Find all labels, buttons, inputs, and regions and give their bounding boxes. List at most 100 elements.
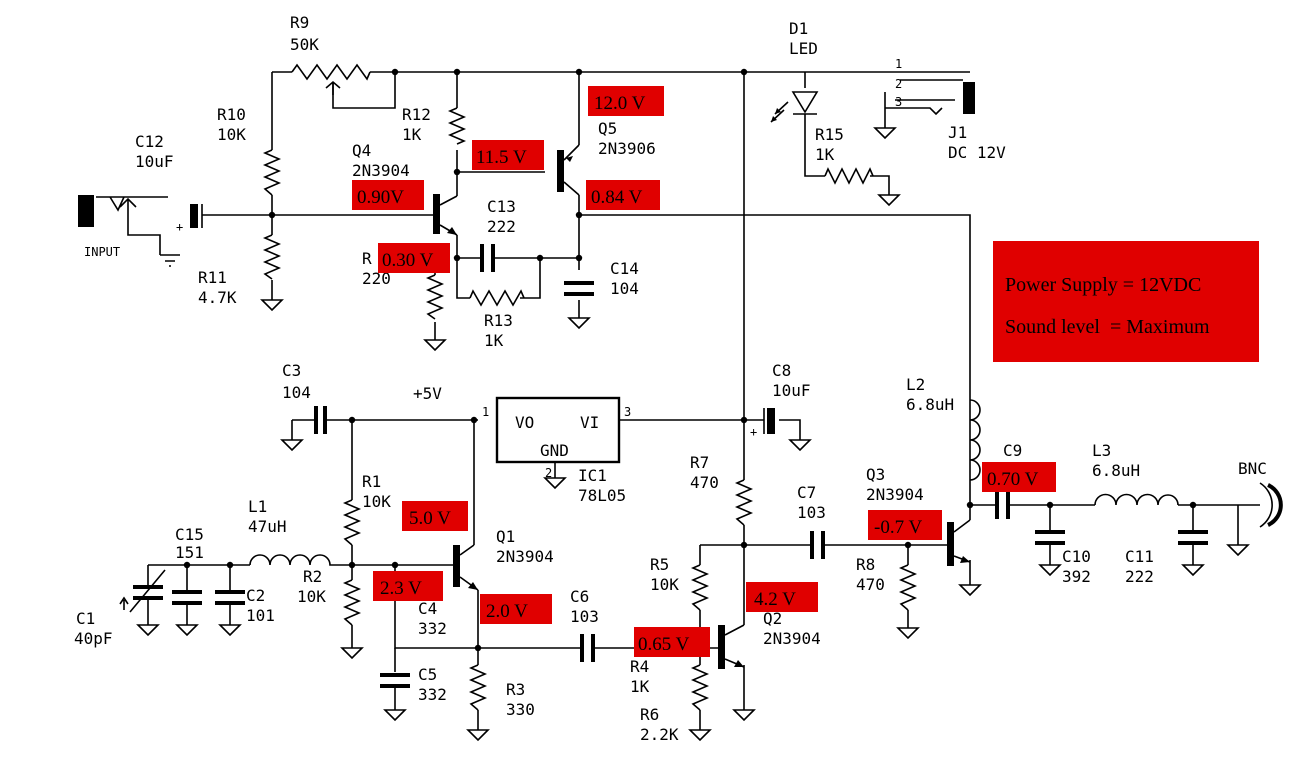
svg-text:0.90V: 0.90V — [357, 187, 404, 208]
label-r11: R11 — [198, 268, 227, 287]
label-r13-value: 1K — [484, 331, 504, 350]
label-l1-value: 47uH — [248, 517, 287, 536]
capacitor-c13 — [480, 244, 495, 272]
label-q4: Q4 — [352, 141, 371, 160]
label-j1: J1 — [948, 123, 967, 142]
label-bnc: BNC — [1238, 459, 1267, 478]
label-c5-value: 332 — [418, 685, 447, 704]
resistor-r4-r6 — [690, 664, 710, 711]
transistor-q3 — [947, 519, 971, 566]
label-c7: C7 — [797, 483, 816, 502]
resistor-r9 — [291, 63, 371, 81]
label-d1-value: LED — [789, 39, 818, 58]
label-c10-value: 392 — [1062, 567, 1091, 586]
label-r3-value: 330 — [506, 700, 535, 719]
label-r14-value: 220 — [362, 269, 391, 288]
junction-dots — [183, 68, 1197, 652]
label-r5-value: 10K — [650, 575, 679, 594]
label-l2: L2 — [906, 375, 925, 394]
label-ic1-value: 78L05 — [578, 486, 626, 505]
label-r11-value: 4.7K — [198, 288, 237, 307]
label-r4: R4 — [630, 657, 649, 676]
label-r1: R1 — [362, 472, 381, 491]
label-r2-value: 10K — [297, 587, 326, 606]
voltage-q1-base: 2.3 V — [373, 571, 443, 601]
label-c10: C10 — [1062, 547, 1091, 566]
regulator-ic1 — [495, 396, 621, 464]
label-l3-value: 6.8uH — [1092, 461, 1140, 480]
dc-jack-j1 — [963, 82, 975, 114]
voltage-q4-collector: 11.5 V — [472, 140, 544, 170]
led-d1 — [770, 91, 819, 123]
capacitor-c10 — [1035, 530, 1065, 545]
label-c7-value: 103 — [797, 503, 826, 522]
label-c6-value: 103 — [570, 607, 599, 626]
label-q1: Q1 — [496, 527, 515, 546]
capacitors — [119, 204, 1208, 688]
label-c11-value: 222 — [1125, 567, 1154, 586]
label-j1-pin3: 3 — [895, 95, 902, 109]
svg-text:0.65 V: 0.65 V — [638, 634, 690, 655]
label-c12-value: 10uF — [135, 152, 174, 171]
svg-text:-0.7 V: -0.7 V — [874, 517, 922, 538]
inductor-l1 — [249, 554, 340, 566]
label-r9: R9 — [290, 13, 309, 32]
resistor-r11 — [262, 234, 282, 280]
resistor-r14 — [425, 274, 445, 320]
label-c1-value: 40pF — [74, 629, 113, 648]
inductor-l2 — [969, 399, 981, 481]
transistor-q5 — [557, 144, 580, 196]
resistor-r5 — [690, 564, 710, 611]
label-ic1-pin3: 3 — [624, 405, 631, 419]
voltage-q2-base: 0.65 V — [634, 627, 710, 657]
label-c8-plus: + — [750, 425, 757, 439]
label-q5-value: 2N3906 — [598, 139, 656, 158]
voltage-q1-collector: 5.0 V — [402, 501, 468, 531]
label-r6-value: 2.2K — [640, 725, 679, 744]
label-c15: C15 — [175, 525, 204, 544]
component-labels: R9 50K R10 10K C12 10uF + INPUT R11 4.7K… — [74, 13, 1267, 744]
capacitor-c2 — [215, 590, 245, 605]
resistor-r7 — [734, 479, 754, 526]
label-q5: Q5 — [598, 119, 617, 138]
label-c4: C4 — [418, 599, 437, 618]
voltage-q5-emitter: 12.0 V — [588, 86, 664, 116]
label-l1: L1 — [248, 497, 267, 516]
label-q3-value: 2N3904 — [866, 485, 924, 504]
voltage-q4-base: 0.90V — [352, 180, 424, 210]
resistor-r12 — [447, 107, 467, 145]
voltage-q4-emitter: 0.30 V — [378, 243, 450, 273]
label-r10: R10 — [217, 105, 246, 124]
label-c12: C12 — [135, 132, 164, 151]
bnc-connector — [1259, 482, 1273, 528]
label-ic1-pin2: 2 — [545, 466, 552, 480]
label-q2: Q2 — [763, 609, 782, 628]
label-q4-value: 2N3904 — [352, 161, 410, 180]
label-r10-value: 10K — [217, 125, 246, 144]
label-r9-value: 50K — [290, 35, 319, 54]
voltage-annotations: 12.0 V 11.5 V 0.90V 0.84 V 0.30 V 5.0 V … — [352, 86, 1056, 657]
label-r8: R8 — [856, 555, 875, 574]
label-c15-value: 151 — [175, 543, 204, 562]
transistor-q2 — [718, 624, 745, 669]
voltage-q5-collector: 0.84 V — [586, 180, 660, 210]
label-r5: R5 — [650, 555, 669, 574]
label-r2: R2 — [303, 567, 322, 586]
inductor-l3 — [1094, 493, 1179, 506]
label-c2: C2 — [246, 586, 265, 605]
label-q3: Q3 — [866, 465, 885, 484]
label-c6: C6 — [570, 587, 589, 606]
transistor-q4 — [433, 194, 458, 236]
resistors — [262, 63, 918, 711]
capacitor-c8 — [767, 408, 775, 434]
capacitor-c1 — [133, 585, 163, 600]
resistor-r10 — [262, 149, 282, 196]
resistor-r2 — [342, 579, 362, 626]
resistor-r13 — [469, 289, 525, 307]
svg-text:2.3 V: 2.3 V — [380, 578, 422, 599]
voltage-q2-collector: 4.2 V — [746, 582, 818, 612]
label-c2-value: 101 — [246, 606, 275, 625]
resistor-r8 — [898, 564, 918, 611]
label-l2-value: 6.8uH — [906, 395, 954, 414]
